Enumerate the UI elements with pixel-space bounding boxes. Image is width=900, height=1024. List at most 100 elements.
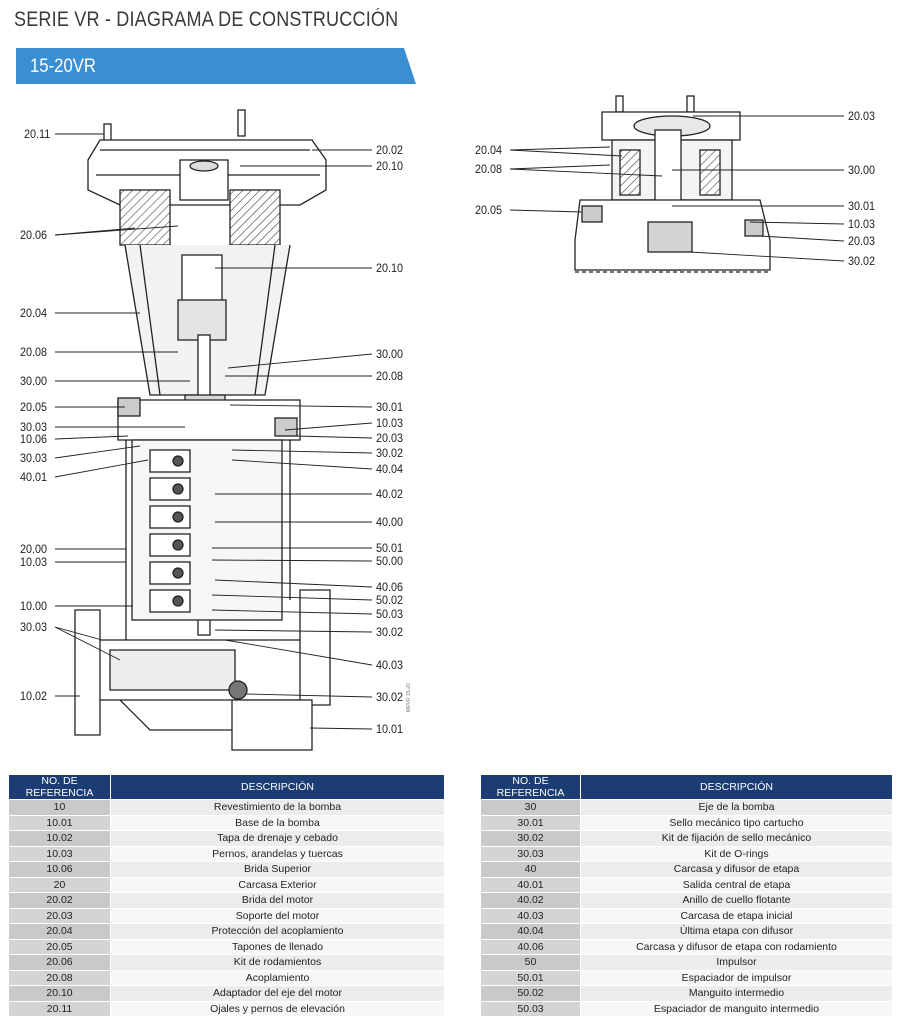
ref-code: 30.03: [480, 845, 581, 862]
ref-code: 20.06: [8, 954, 111, 971]
ref-code: 10: [8, 799, 111, 816]
ref-code: 30.01: [480, 814, 581, 831]
ref-code: 40.06: [480, 938, 581, 955]
ref-description: Sello mecánico tipo cartucho: [580, 814, 893, 831]
callout-detail-left: 20.08: [475, 162, 503, 176]
callout-main-left: 30.03: [20, 420, 48, 434]
callout-main-right: 20.08: [376, 369, 404, 383]
ref-code: 30.02: [480, 830, 581, 847]
callout-main-left: 30.03: [20, 451, 48, 465]
pump-drawing: [54, 95, 845, 751]
ref-description: Ojales y pernos de elevación: [110, 1000, 445, 1017]
callout-main-left: 30.00: [20, 374, 48, 388]
callout-main-left: 40.01: [20, 470, 48, 484]
callout-main-right: 40.03: [376, 658, 404, 672]
callout-main-right: 40.00: [376, 515, 404, 529]
ref-description: Kit de O-rings: [580, 845, 893, 862]
callout-detail-right: 10.03: [848, 217, 876, 231]
column-header-desc: DESCRIPCIÓN: [110, 774, 445, 800]
ref-code: 10.02: [8, 830, 111, 847]
ref-code: 10.03: [8, 845, 111, 862]
ref-description: Impulsor: [580, 954, 893, 971]
ref-code: 50: [480, 954, 581, 971]
ref-code: 40.03: [480, 907, 581, 924]
construction-diagram: 20.11 20.06 20.04 20.08 30.00 20.05 30.0…: [20, 95, 876, 751]
callout-main-right: 10.03: [376, 416, 404, 430]
ref-description: Última etapa con difusor: [580, 923, 893, 940]
ref-description: Pernos, arandelas y tuercas: [110, 845, 445, 862]
ref-code: 10.01: [8, 814, 111, 831]
callout-main-right: 50.00: [376, 554, 404, 568]
callout-detail-right: 30.02: [848, 254, 876, 268]
ref-description: Salida central de etapa: [580, 876, 893, 893]
ref-description: Anillo de cuello flotante: [580, 892, 893, 909]
ref-description: Base de la bomba: [110, 814, 445, 831]
ref-description: Kit de fijación de sello mecánico: [580, 830, 893, 847]
callout-main-right: 50.02: [376, 593, 404, 607]
ref-code: 30: [480, 799, 581, 816]
ref-code: 20.03: [8, 907, 111, 924]
callout-main-right: 20.03: [376, 431, 404, 445]
callout-main-left: 10.03: [20, 555, 48, 569]
ref-code: 50.03: [480, 1000, 581, 1017]
ref-description: Carcasa y difusor de etapa: [580, 861, 893, 878]
ref-code: 40.01: [480, 876, 581, 893]
ref-code: 20.04: [8, 923, 111, 940]
callout-main-right: 50.03: [376, 607, 404, 621]
ref-description: Brida del motor: [110, 892, 445, 909]
ref-code: 20.05: [8, 938, 111, 955]
drawing-code: MRVR 15-20: [406, 683, 412, 712]
ref-code: 10.06: [8, 861, 111, 878]
callout-main-left: 30.03: [20, 620, 48, 634]
ref-code: 40.02: [480, 892, 581, 909]
ref-description: Brida Superior: [110, 861, 445, 878]
callout-detail-right: 20.03: [848, 234, 876, 248]
column-header-ref: NO. DE REFERENCIA: [8, 774, 111, 800]
callout-detail-right: 20.03: [848, 109, 876, 123]
ref-description: Espaciador de manguito intermedio: [580, 1000, 893, 1017]
ref-description: Kit de rodamientos: [110, 954, 445, 971]
ref-code: 20.10: [8, 985, 111, 1002]
ref-description: Tapones de llenado: [110, 938, 445, 955]
ref-description: Adaptador del eje del motor: [110, 985, 445, 1002]
callout-main-right: 20.10: [376, 159, 404, 173]
callout-main-right: 10.01: [376, 722, 404, 736]
ref-code: 50.01: [480, 969, 581, 986]
callout-main-left: 20.05: [20, 400, 48, 414]
callout-main-right: 20.10: [376, 261, 404, 275]
callout-main-left: 20.04: [20, 306, 48, 320]
callout-main-left: 10.02: [20, 689, 48, 703]
callout-main-right: 20.02: [376, 143, 404, 157]
callout-main-right: 30.01: [376, 400, 404, 414]
ref-code: 20.08: [8, 969, 111, 986]
ref-description: Acoplamiento: [110, 969, 445, 986]
ref-description: Protección del acoplamiento: [110, 923, 445, 940]
ref-description: Espaciador de impulsor: [580, 969, 893, 986]
callout-main-left: 20.00: [20, 542, 48, 556]
page-title: SERIE VR - DIAGRAMA DE CONSTRUCCIÓN: [14, 8, 399, 31]
model-banner: 15-20VR: [16, 48, 416, 84]
callout-main-left: 20.11: [24, 127, 51, 141]
callout-detail-right: 30.01: [848, 199, 876, 213]
callout-detail-right: 30.00: [848, 163, 876, 177]
ref-code: 40: [480, 861, 581, 878]
